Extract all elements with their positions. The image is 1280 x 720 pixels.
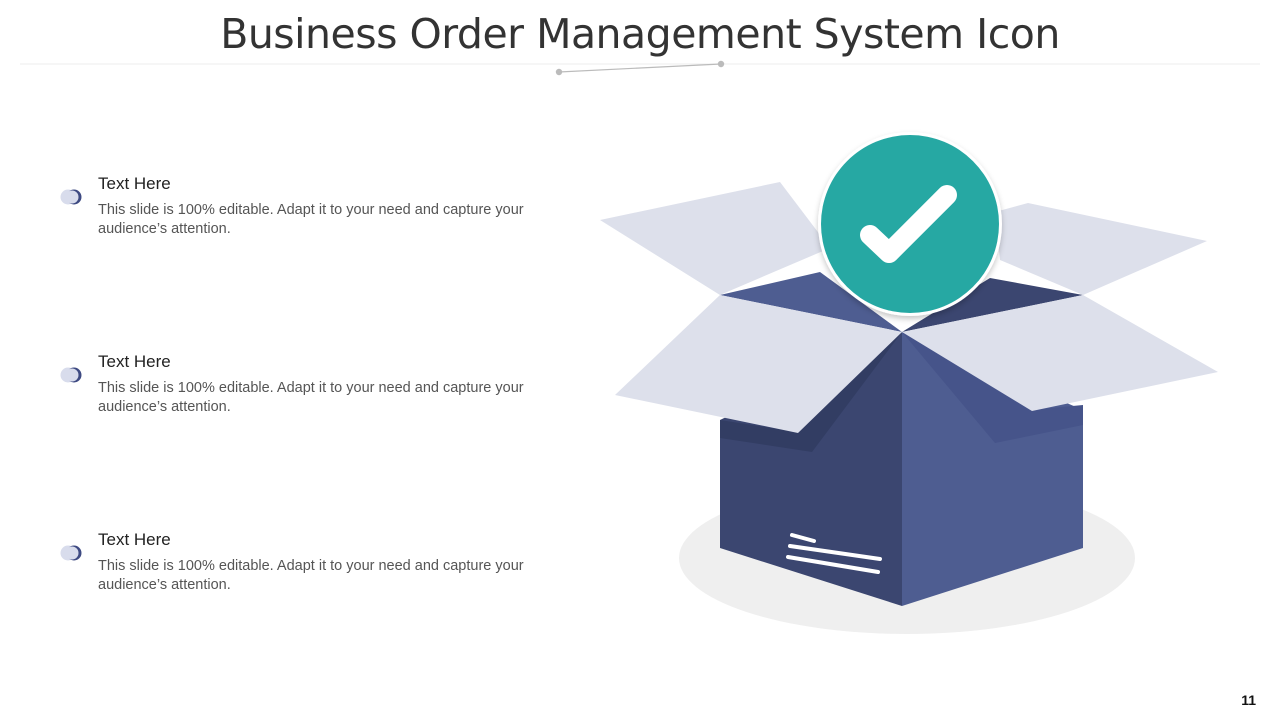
toggle-dot-icon <box>60 189 82 205</box>
checkmark-icon <box>860 185 957 263</box>
slide-title: Business Order Management System Icon <box>220 10 1060 58</box>
item-heading: Text Here <box>98 352 171 371</box>
title-underline-decoration <box>20 60 1260 76</box>
title-underline-connector <box>558 63 722 73</box>
page-number: 11 <box>1241 692 1256 708</box>
box-label-line-3 <box>786 555 880 574</box>
box-inner-right <box>902 278 1083 332</box>
box-back-left-flap <box>600 182 830 295</box>
open-box-with-checkmark-icon <box>600 132 1218 634</box>
item-description: This slide is 100% editable. Adapt it to… <box>98 380 524 415</box>
box-inner-left <box>720 272 902 332</box>
item-description: This slide is 100% editable. Adapt it to… <box>98 202 524 237</box>
box-right-flap-shadow <box>902 332 1083 443</box>
box-back-right-flap <box>995 203 1207 295</box>
box-front-left-flap <box>615 295 902 433</box>
item-heading: Text Here <box>98 530 171 549</box>
toggle-dot-icon <box>60 545 82 561</box>
toggle-dot-icon <box>60 367 82 383</box>
item-heading: Text Here <box>98 174 171 193</box>
box-left-flap-shadow <box>720 332 902 452</box>
box-front-right-flap <box>902 295 1218 411</box>
box-label-line-1 <box>790 533 816 543</box>
item-description: This slide is 100% editable. Adapt it to… <box>98 558 524 593</box>
box-label-line-2 <box>788 544 882 561</box>
title-underline-dot-left <box>555 68 563 76</box>
title-underline-dot-right <box>717 60 725 68</box>
